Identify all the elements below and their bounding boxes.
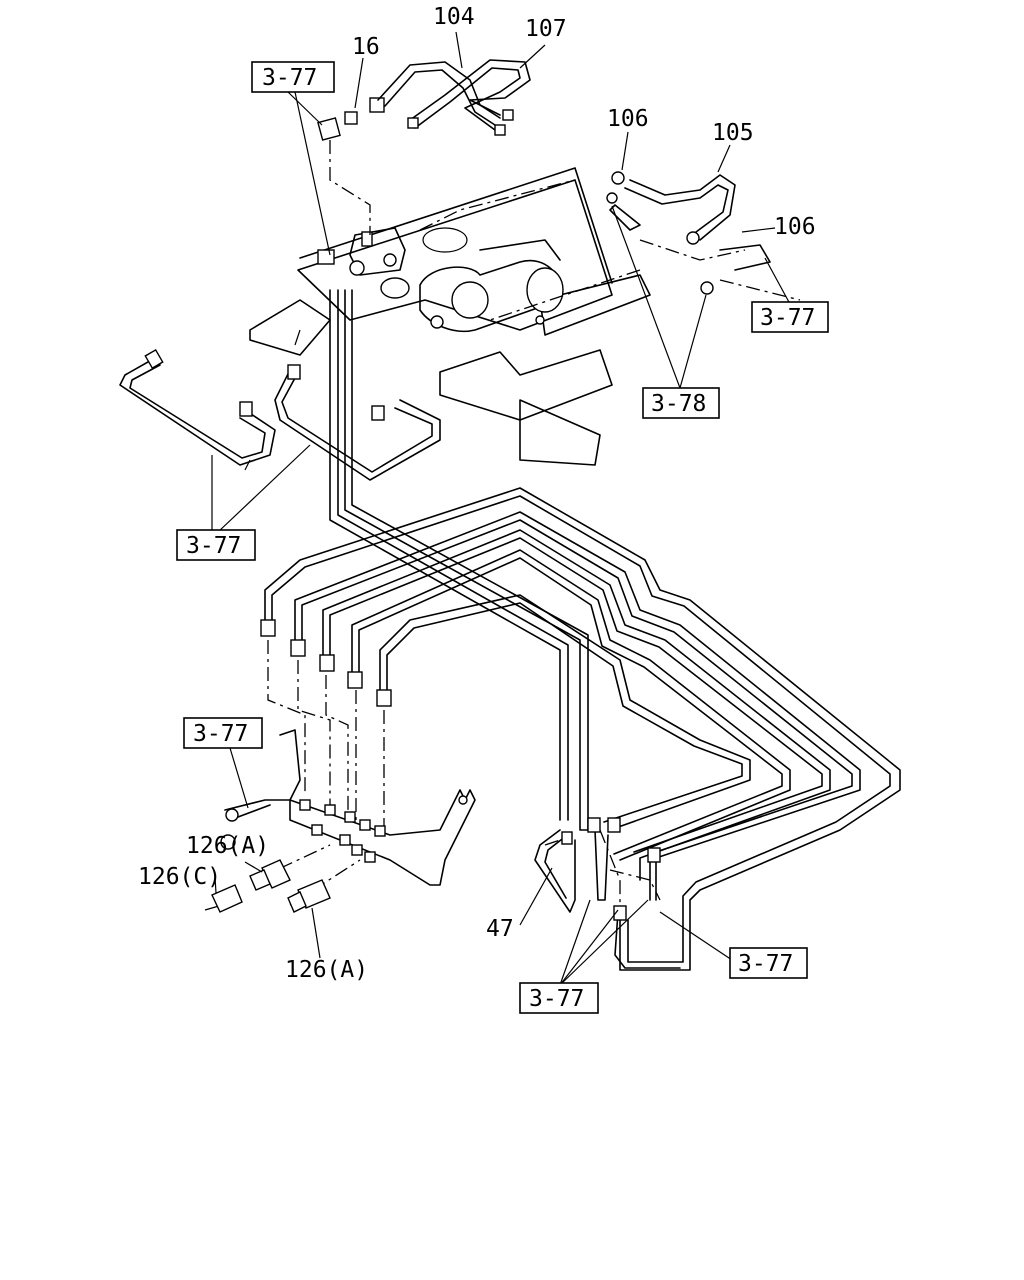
ref-box-6: 3-77 — [729, 947, 808, 979]
hose-105 — [609, 174, 771, 271]
pipe-bundle — [260, 289, 901, 971]
ref-label-3: 3-78 — [651, 391, 706, 417]
ref-box-3: 3-78 — [642, 387, 720, 419]
plug-126c — [211, 884, 243, 913]
label-106-right: 106 — [774, 214, 816, 240]
tube-47 — [534, 817, 681, 969]
mounting-plate — [244, 167, 651, 471]
ref-label-5: 3-77 — [193, 721, 248, 747]
ref-box-1: 3-77 — [251, 61, 335, 93]
label-105: 105 — [712, 120, 754, 146]
label-126a-top: 126(A) — [186, 833, 269, 859]
manifold-block — [220, 729, 476, 886]
ref-box-5: 3-77 — [183, 717, 263, 749]
valve-block — [317, 227, 406, 276]
ref-box-4: 3-77 — [176, 529, 256, 561]
hose-104 — [377, 61, 501, 126]
label-47: 47 — [486, 916, 514, 942]
label-107: 107 — [525, 16, 567, 42]
label-104: 104 — [433, 4, 475, 30]
ref-label-1: 3-77 — [262, 65, 317, 91]
ref-label-4: 3-77 — [186, 533, 241, 559]
label-106-top: 106 — [607, 106, 649, 132]
elbow-fitting — [317, 97, 385, 141]
hose-107 — [407, 59, 531, 136]
assembly-centerlines — [204, 140, 801, 920]
plug-126a-bottom — [287, 879, 331, 913]
ref-box-7: 3-77 — [519, 982, 599, 1014]
label-126c: 126(C) — [138, 864, 221, 890]
hose-clamp-106 — [606, 171, 714, 295]
label-126a-bottom: 126(A) — [285, 957, 368, 983]
plug-126a-top — [249, 859, 291, 891]
ref-label-6: 3-77 — [738, 951, 793, 977]
ref-label-7: 3-77 — [529, 986, 584, 1012]
label-16: 16 — [352, 34, 380, 60]
pump-unit — [380, 239, 564, 333]
ref-label-2: 3-77 — [760, 305, 815, 331]
upper-left-lines — [119, 348, 441, 481]
leader-lines — [211, 31, 791, 986]
ref-box-2: 3-77 — [751, 301, 829, 333]
